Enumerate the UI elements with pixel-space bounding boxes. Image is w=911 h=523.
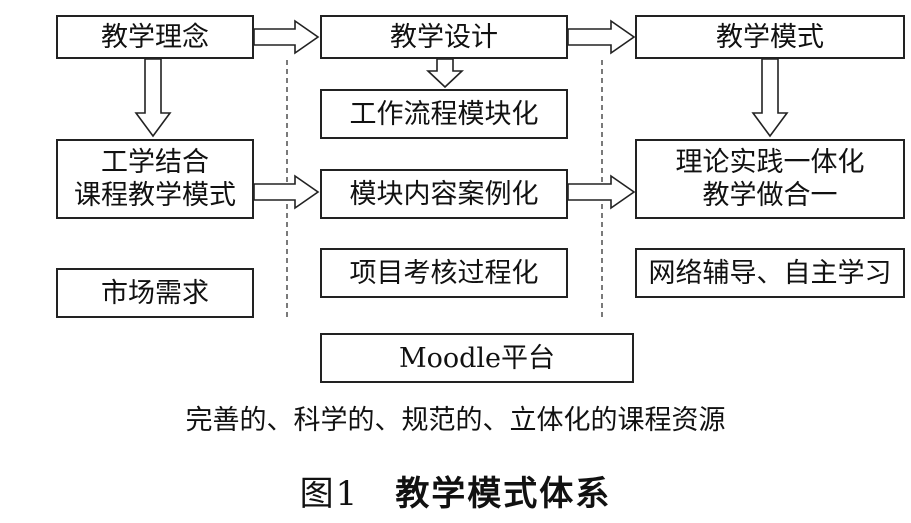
arrow-design-down — [425, 58, 465, 89]
arrow-philosophy-down — [134, 58, 172, 138]
box-theory-practice-line1: 理论实践一体化 — [675, 147, 865, 178]
box-workflow-modular: 工作流程模块化 — [320, 89, 568, 139]
box-market-demand: 市场需求 — [56, 268, 254, 318]
box-module-case: 模块内容案例化 — [320, 169, 568, 219]
arrow-workstudy-to-module — [253, 174, 320, 210]
arrow-design-to-mode — [567, 19, 636, 55]
box-market-demand-label: 市场需求 — [101, 277, 209, 309]
box-teaching-mode-label: 教学模式 — [716, 21, 824, 53]
box-teaching-design: 教学设计 — [320, 15, 568, 59]
box-moodle-platform-label: Moodle平台 — [398, 342, 556, 374]
box-teaching-philosophy: 教学理念 — [56, 15, 254, 59]
box-project-assessment-label: 项目考核过程化 — [349, 257, 539, 289]
box-workflow-modular-label: 工作流程模块化 — [349, 98, 539, 130]
box-teaching-philosophy-label: 教学理念 — [101, 21, 209, 53]
diagram-caption: 完善的、科学的、规范的、立体化的课程资源 — [185, 405, 726, 436]
box-online-guidance: 网络辅导、自主学习 — [635, 248, 905, 298]
figure-number: 图1 — [299, 474, 360, 514]
figure-title-text: 教学模式体系 — [395, 474, 612, 514]
box-teaching-mode: 教学模式 — [635, 15, 905, 59]
box-moodle-platform: Moodle平台 — [320, 333, 634, 383]
box-teaching-design-label: 教学设计 — [390, 21, 498, 53]
arrow-philosophy-to-design — [253, 19, 320, 55]
box-work-study: 工学结合 课程教学模式 — [56, 139, 254, 219]
box-theory-practice-line2: 教学做合一 — [702, 180, 838, 211]
box-work-study-line1: 工学结合 — [101, 147, 209, 178]
box-work-study-line2: 课程教学模式 — [74, 180, 236, 211]
box-online-guidance-label: 网络辅导、自主学习 — [648, 257, 892, 289]
box-theory-practice: 理论实践一体化 教学做合一 — [635, 139, 905, 219]
figure-title: 图1 教学模式体系 — [0, 466, 911, 515]
box-module-case-label: 模块内容案例化 — [349, 178, 539, 210]
arrow-module-to-theory — [567, 174, 636, 210]
arrow-mode-down — [751, 58, 789, 138]
box-project-assessment: 项目考核过程化 — [320, 248, 568, 298]
